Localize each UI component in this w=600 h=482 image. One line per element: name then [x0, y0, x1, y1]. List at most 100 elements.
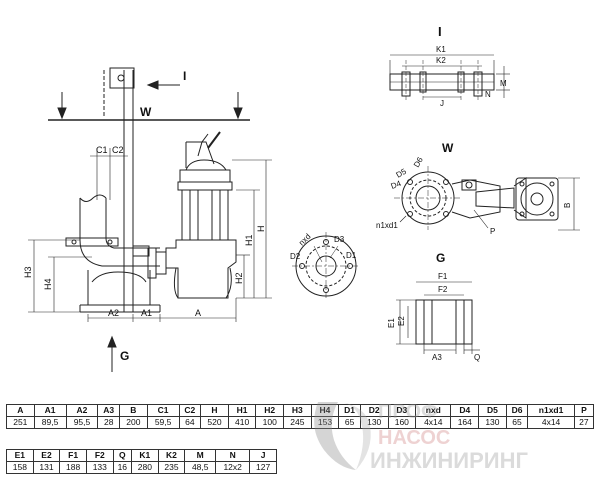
table1-header-cell: B: [119, 404, 148, 417]
watermark-line3: ИНЖИНИРИНГ: [370, 448, 528, 473]
label-W-right: W: [442, 141, 454, 155]
table1-value-cell: 4x14: [415, 416, 452, 429]
label-A1: A1: [141, 308, 152, 318]
table2-value-cell: 133: [85, 461, 114, 474]
table1-header-cell: H1: [227, 404, 257, 417]
table2-value-cell: 131: [32, 461, 61, 474]
label-F1: F1: [438, 272, 448, 281]
label-H3: H3: [23, 266, 33, 278]
table2-value-cell: 158: [6, 461, 34, 474]
label-I-arrow: I: [183, 69, 186, 83]
label-I-top: I: [438, 24, 442, 39]
label-nxd: nxd: [297, 232, 312, 247]
table1-value-cell: 59,5: [146, 416, 180, 429]
label-D6: D6: [412, 155, 425, 169]
table1-value-cell: 520: [200, 416, 229, 429]
label-P: P: [490, 227, 495, 236]
label-H2: H2: [234, 272, 244, 284]
table2-value-cell: 127: [249, 461, 277, 474]
table2-header-cell: J: [249, 449, 277, 462]
table1-header-cell: nxd: [415, 404, 452, 417]
table1-value-cell: 89,5: [33, 416, 67, 429]
table1-value-cell: 164: [450, 416, 480, 429]
table1-value-cell: 4x14: [527, 416, 575, 429]
table1-header-cell: P: [573, 404, 595, 417]
table1-value-cell: 130: [478, 416, 507, 429]
table2-header-cell: M: [184, 449, 217, 462]
table1-value-cell: 200: [119, 416, 148, 429]
label-C1: C1: [96, 145, 108, 155]
table1-header-cell: A3: [97, 404, 121, 417]
label-B: B: [563, 203, 572, 208]
table2-value-cell: 188: [59, 461, 87, 474]
label-G-right: G: [436, 251, 445, 265]
table1-value-cell: 100: [255, 416, 285, 429]
table1-value-cell: 65: [505, 416, 529, 429]
label-W-left: W: [140, 105, 152, 119]
table1-value-cell: 130: [359, 416, 389, 429]
table1-header-cell: A1: [33, 404, 67, 417]
table2-value-cell: 16: [112, 461, 133, 474]
label-G-bottom: G: [120, 349, 129, 363]
label-A2: A2: [108, 308, 119, 318]
technical-drawing: I I W G W G C1 C2 A2 A1 A H3 H4 H H1 H2 …: [23, 24, 580, 372]
table2-header-cell: K2: [157, 449, 186, 462]
table1-header-cell: D4: [450, 404, 480, 417]
table2-header-cell: Q: [112, 449, 133, 462]
table1-header-cell: D5: [478, 404, 507, 417]
table1-header-cell: D6: [505, 404, 529, 417]
label-M: M: [500, 79, 507, 88]
label-A3: A3: [432, 353, 442, 362]
table1-value-cell: 410: [227, 416, 257, 429]
label-n1xd1: n1xd1: [376, 221, 398, 230]
table1-header-cell: D3: [387, 404, 417, 417]
table1-value-cell: 95,5: [65, 416, 99, 429]
table1-value-cell: 160: [387, 416, 417, 429]
table1-header-cell: C2: [178, 404, 202, 417]
table1-value-cell: 64: [178, 416, 202, 429]
label-E1: E1: [387, 318, 396, 328]
label-D1: D1: [346, 251, 357, 260]
table2-header-cell: N: [215, 449, 251, 462]
table1-header-cell: D2: [359, 404, 389, 417]
table1-header-cell: H3: [283, 404, 312, 417]
label-K1: K1: [436, 45, 446, 54]
label-D4: D4: [390, 179, 403, 191]
watermark-line2: НАСОС: [378, 427, 450, 449]
label-E2: E2: [397, 316, 406, 326]
table1-value-cell: 245: [283, 416, 312, 429]
table1-header-cell: D1: [338, 404, 361, 417]
table1-header-cell: C1: [146, 404, 180, 417]
table1-header-cell: n1xd1: [527, 404, 575, 417]
table2-value-cell: 12x2: [215, 461, 251, 474]
table2-header-cell: F1: [59, 449, 87, 462]
label-C2: C2: [112, 145, 124, 155]
label-K2: K2: [436, 56, 446, 65]
table2-value-cell: 48,5: [184, 461, 217, 474]
table1-header-cell: H4: [310, 404, 340, 417]
table2-value-cell: 235: [157, 461, 186, 474]
table1-value-cell: 27: [573, 416, 595, 429]
label-D2: D2: [290, 252, 301, 261]
label-D5: D5: [395, 167, 409, 180]
table1-value-cell: 153: [310, 416, 340, 429]
table1-header-cell: H: [200, 404, 229, 417]
table2-header-cell: F2: [85, 449, 114, 462]
label-H1: H1: [244, 234, 254, 246]
table1-header-cell: A2: [65, 404, 99, 417]
table2-header-cell: E1: [6, 449, 34, 462]
table1-value-cell: 251: [6, 416, 35, 429]
label-Q: Q: [474, 353, 480, 362]
table2-header-cell: K1: [131, 449, 159, 462]
table1-header-cell: A: [6, 404, 35, 417]
label-H4: H4: [43, 278, 53, 290]
brand-watermark: ПРОФ НАСОС ИНЖИНИРИНГ: [314, 401, 528, 473]
table1-value-cell: 28: [97, 416, 121, 429]
label-N: N: [485, 90, 491, 99]
label-D3: D3: [334, 235, 345, 244]
